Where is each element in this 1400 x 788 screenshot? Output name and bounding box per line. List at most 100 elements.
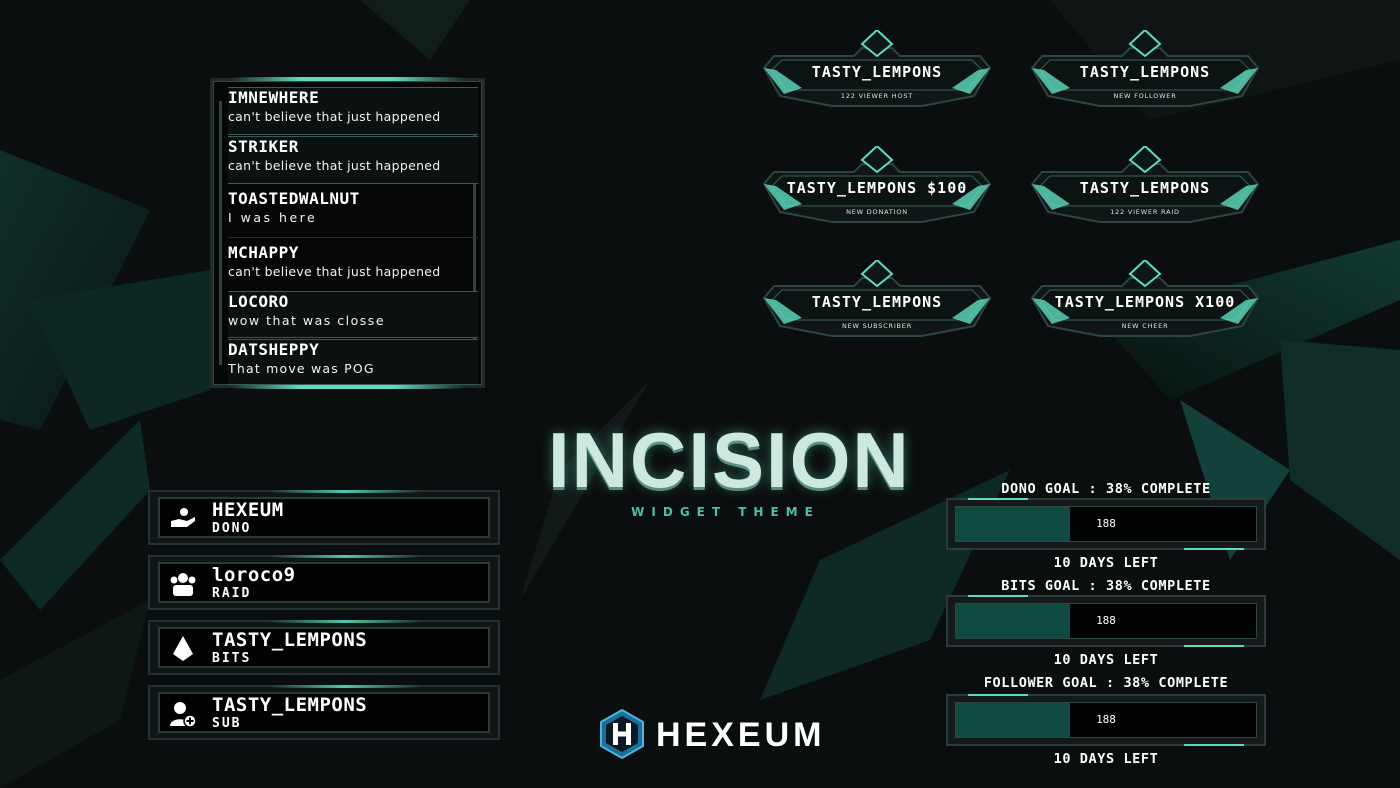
event-name: loroco9 [212,564,296,586]
alert-name: TASTY_LEMPONS $100 [786,179,968,197]
goal-value: 188 [1096,614,1116,627]
chat-text: can't believe that just happened [228,158,441,173]
event-accent [270,685,420,688]
alert-frame [1030,260,1260,337]
event-name: TASTY_LEMPONS [212,629,368,651]
chat-username: TOASTEDWALNUT [228,189,360,208]
chat-widget: IMNEWHERE can't believe that just happen… [210,77,485,389]
alert-cheer: TASTY_LEMPONS X100 NEW CHEER [1030,260,1260,340]
goal-days-left: 10 DAYS LEFT [1053,652,1159,668]
event-type: DONO [212,521,252,536]
event-accent [270,490,420,493]
chat-text: can't believe that just happened [228,264,441,279]
goal-accent [968,694,1028,696]
event-accent [270,555,420,558]
chat-text: That move was POG [228,361,375,376]
goal-label: FOLLOWER GOAL : 38% COMPLETE [983,675,1229,691]
event-inner [158,627,490,668]
alert-host: TASTY_LEMPONS 122 VIEWER HOST [762,30,992,110]
alert-subtitle: NEW CHEER [1121,322,1169,330]
alert-name: TASTY_LEMPONS [1079,179,1211,197]
alert-frame [1030,146,1260,223]
chat-username: MCHAPPY [228,243,299,262]
alert-subtitle: 122 VIEWER HOST [840,92,914,100]
goal-label: DONO GOAL : 38% COMPLETE [1001,481,1211,497]
chat-message: IMNEWHERE can't believe that just happen… [228,87,478,135]
chat-bottom-accent [231,385,464,389]
alert-subtitle: NEW SUBSCRIBER [841,322,913,330]
goal-days-left: 10 DAYS LEFT [1053,751,1159,767]
event-type: SUB [212,716,242,731]
alert-subtitle: NEW FOLLOWER [1113,92,1177,100]
alert-name: TASTY_LEMPONS [811,63,943,81]
goal-accent [968,595,1028,597]
group-icon [168,569,198,599]
alert-frame [762,146,992,223]
chat-message: LOCORO wow that was closse [228,291,478,338]
alert-subtitle: NEW DONATION [846,208,908,216]
event-raid: loroco9 RAID [148,555,500,610]
event-type: RAID [212,586,252,601]
alert-name: TASTY_LEMPONS [811,293,943,311]
event-name: HEXEUM [212,499,284,521]
alert-subtitle: 122 VIEWER RAID [1110,208,1180,216]
goal-bar: 188 [946,694,1266,746]
chat-message: DATSHEPPY That move was POG [228,339,478,385]
chat-top-accent [231,77,464,81]
chat-message: TOASTEDWALNUT I was here [228,189,478,238]
chat-separator [228,237,478,238]
event-type: BITS [212,651,252,666]
goal-fill [956,604,1070,638]
goal-value: 188 [1096,517,1116,530]
goal-accent [1184,744,1244,746]
event-inner [158,562,490,603]
alert-donation: TASTY_LEMPONS $100 NEW DONATION [762,146,992,226]
goal-bar: 188 [946,595,1266,647]
hexagon-h-icon [600,708,644,760]
alert-name: TASTY_LEMPONS [1079,63,1211,81]
goal-bar: 188 [946,498,1266,550]
chat-right-rail [473,101,476,365]
goal-days-left: 10 DAYS LEFT [1053,555,1159,571]
bits-gem-icon [168,634,198,664]
chat-text: wow that was closse [228,313,386,328]
alert-follower: TASTY_LEMPONS NEW FOLLOWER [1030,30,1260,110]
alert-subscriber: TASTY_LEMPONS NEW SUBSCRIBER [762,260,992,340]
chat-text: can't believe that just happened [228,109,441,124]
hand-coin-icon [168,504,198,534]
event-accent [270,620,420,623]
chat-text: I was here [228,210,318,225]
event-bits: TASTY_LEMPONS BITS [148,620,500,675]
goal-track: 188 [955,702,1257,738]
alert-frame [762,30,992,107]
brand-name: HEXEUM [656,716,826,754]
goal-label: BITS GOAL : 38% COMPLETE [1001,578,1211,594]
goal-track: 188 [955,506,1257,542]
chat-message: MCHAPPY can't believe that just happened [228,243,478,292]
chat-username: LOCORO [228,292,289,311]
theme-title: INCISION [548,416,911,504]
goal-fill [956,703,1070,737]
event-inner [158,692,490,733]
chat-left-rail [219,101,222,365]
event-inner [158,497,490,538]
brand-logo: HEXEUM [598,708,838,760]
alert-name: TASTY_LEMPONS X100 [1054,293,1236,311]
goal-accent [968,498,1028,500]
goal-accent [1184,548,1244,550]
goal-fill [956,507,1070,541]
event-sub: TASTY_LEMPONS SUB [148,685,500,740]
event-dono: HEXEUM DONO [148,490,500,545]
goal-track: 188 [955,603,1257,639]
user-plus-icon [168,699,198,729]
goal-accent [1184,645,1244,647]
alert-frame [1030,30,1260,107]
alert-frame [762,260,992,337]
goal-value: 188 [1096,713,1116,726]
alert-raid: TASTY_LEMPONS 122 VIEWER RAID [1030,146,1260,226]
chat-username: IMNEWHERE [228,88,320,107]
chat-message: STRIKER can't believe that just happened [228,136,478,184]
chat-username: DATSHEPPY [228,340,320,359]
chat-username: STRIKER [228,137,299,156]
theme-subtitle: WIDGET THEME [631,505,820,519]
